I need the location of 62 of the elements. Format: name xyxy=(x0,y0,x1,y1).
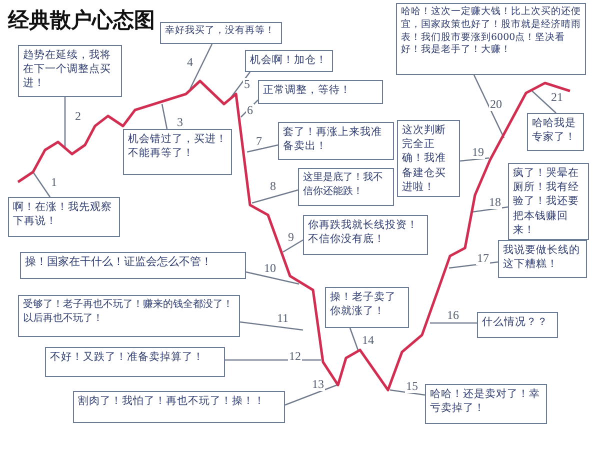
leader-line xyxy=(530,90,556,114)
title: 经典散户心态图 xyxy=(8,7,155,34)
speech-box: 这里是底了！我不信你还能跌！ xyxy=(298,168,394,206)
leader-line xyxy=(390,389,426,396)
edge-label: 13 xyxy=(311,378,325,391)
speech-box: 受够了！老子再也不玩了！赚来的钱全都没了！以后再也不玩了！ xyxy=(18,295,240,337)
leader-line xyxy=(32,172,51,198)
speech-box: 机会错过了，买进！不能再等了！ xyxy=(123,129,232,175)
leader-line xyxy=(240,321,304,331)
speech-box: 正常调整，等待！ xyxy=(258,80,383,104)
edge-label: 20 xyxy=(489,98,503,111)
speech-box: 啊！在涨！我先观察下再说！ xyxy=(8,197,120,237)
edge-label: 12 xyxy=(288,350,302,363)
speech-box: 我说要做长线的这下糟糕！ xyxy=(498,240,587,278)
leader-line xyxy=(246,271,300,285)
edge-label: 3 xyxy=(176,116,184,129)
speech-box: 哈哈！这次一定赚大钱！比上次买的还便宜，国家政策也好了！股市就是经济晴雨表！我们股市要涨到6000点！坚决看好！我是老手了！大赚！ xyxy=(396,3,586,75)
leader-line xyxy=(473,74,505,138)
leader-line xyxy=(189,44,213,90)
leader-line xyxy=(225,359,321,361)
edge-label: 19 xyxy=(471,146,485,159)
edge-label: 8 xyxy=(269,180,277,193)
leader-line xyxy=(252,189,298,204)
edge-label: 21 xyxy=(550,91,564,104)
speech-box: 幸好我买了，没有再等！ xyxy=(160,22,282,44)
edge-label: 18 xyxy=(488,196,502,209)
leader-line xyxy=(448,261,498,269)
speech-box: 这次判断完全正确！我准备建仓买进啦！ xyxy=(397,120,460,197)
edge-label: 7 xyxy=(255,135,263,148)
edge-label: 9 xyxy=(287,231,295,244)
edge-label: 14 xyxy=(361,334,375,347)
edge-label: 15 xyxy=(405,380,419,393)
leader-line xyxy=(472,206,508,213)
speech-box: 疯了！哭晕在厕所！我有经验了！我还要把本钱赚回来！ xyxy=(508,163,589,240)
speech-box: 操！国家在干什么！证监会怎么不管！ xyxy=(20,252,246,279)
edge-label: 11 xyxy=(276,312,290,325)
edge-label: 17 xyxy=(476,252,490,265)
speech-box: 套了！再涨上来我准备卖出！ xyxy=(278,122,394,160)
speech-box: 哈哈！还是卖对了！幸亏卖掉了！ xyxy=(425,384,547,424)
edge-label: 4 xyxy=(186,56,194,69)
speech-box: 什么情况？？ xyxy=(477,312,558,338)
speech-box: 割肉了！我怕了！再也不玩了！操！！ xyxy=(73,391,285,423)
leader-line xyxy=(430,322,477,324)
leader-line xyxy=(284,384,338,406)
speech-box: 操！老子卖了你就涨了！ xyxy=(325,287,409,328)
leader-line xyxy=(246,144,278,153)
speech-box: 你再跌我就长线投资！不信你没有底！ xyxy=(303,215,428,255)
edge-label: 2 xyxy=(74,110,82,123)
leader-line xyxy=(460,157,490,162)
edge-label: 6 xyxy=(246,104,254,117)
edge-label: 5 xyxy=(243,78,251,91)
speech-box: 哈哈我是专家了！ xyxy=(527,113,584,151)
leader-line xyxy=(349,328,359,350)
leader-line xyxy=(161,104,168,130)
leader-line xyxy=(282,239,304,253)
edge-label: 1 xyxy=(50,176,58,189)
speech-box: 不好！又跌了！准备卖掉算了！ xyxy=(45,347,225,377)
speech-box: 趋势在延续，我将在下一个调整点买进！ xyxy=(18,45,122,97)
leader-line xyxy=(64,97,66,149)
edge-label: 16 xyxy=(446,309,460,322)
speech-box: 机会啊！加仓！ xyxy=(245,50,333,72)
edge-label: 10 xyxy=(263,262,277,275)
